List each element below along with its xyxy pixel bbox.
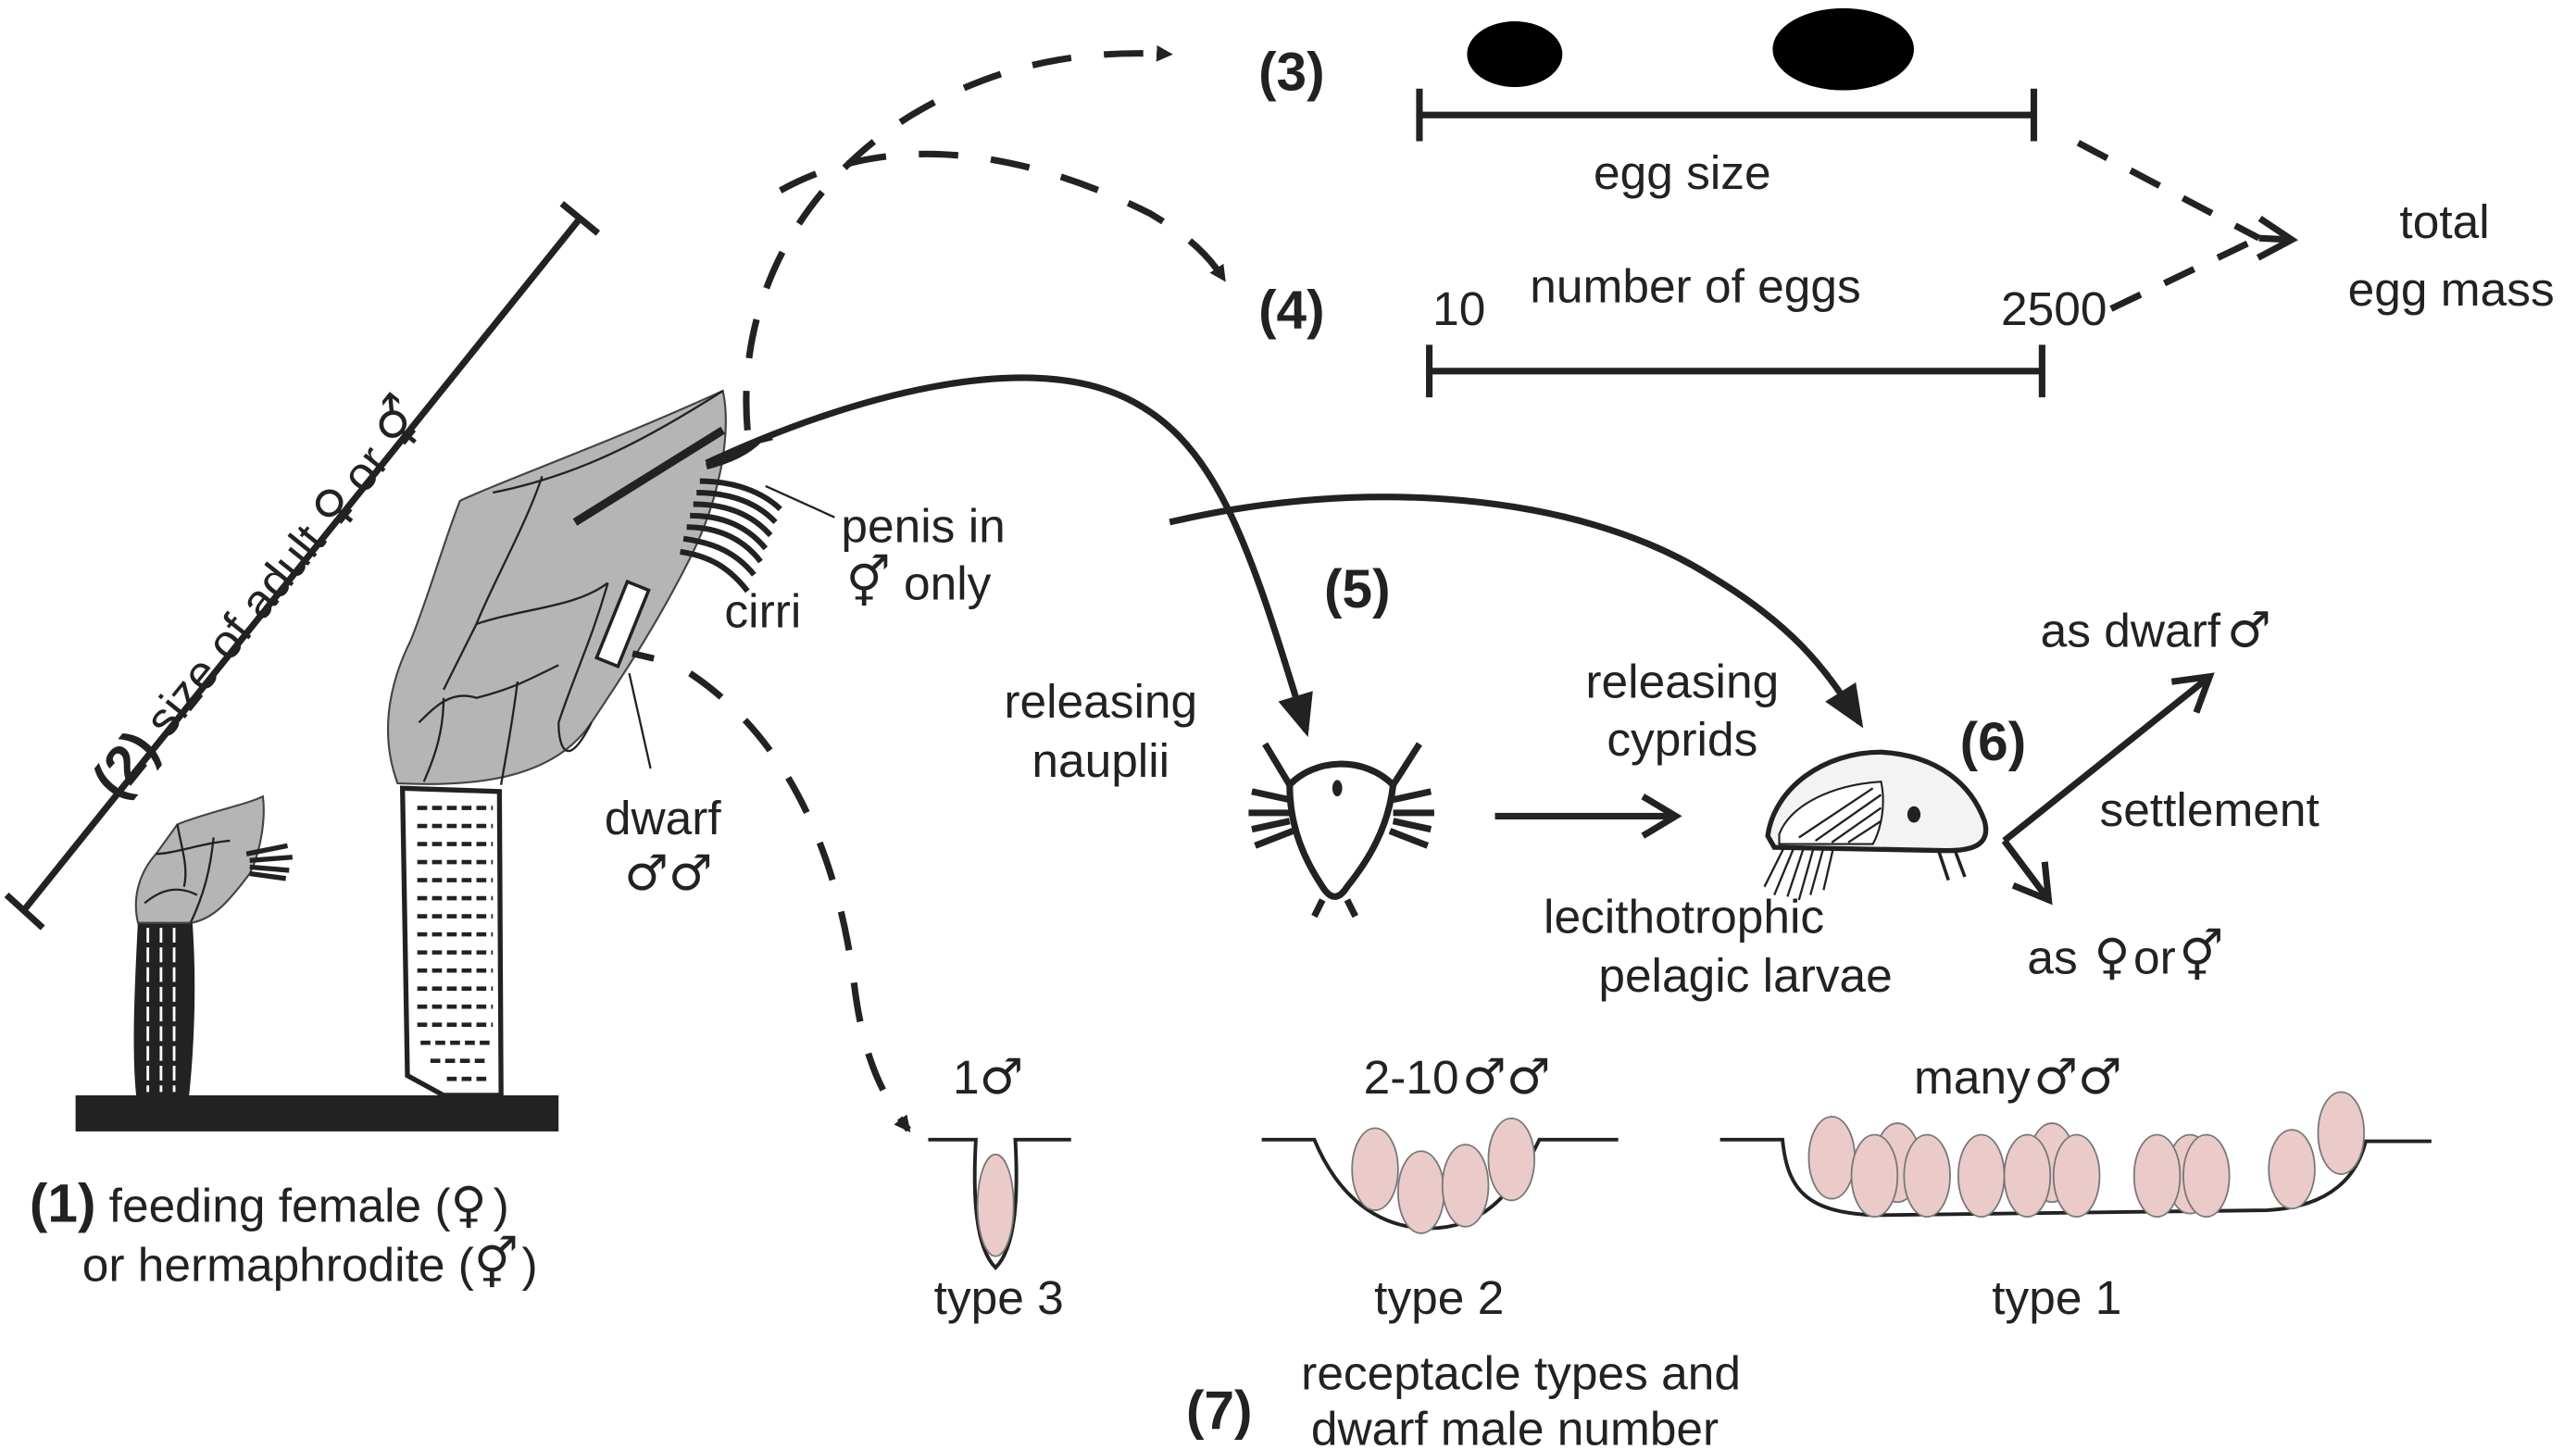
larvae-label-line2: pelagic larvae xyxy=(1598,948,1892,1002)
type3-label: type 3 xyxy=(934,1270,1064,1324)
adult-size-label: (2)size of adult♀or⚥ xyxy=(81,387,436,808)
egg-number-panel: (4) number of eggs 10 2500 xyxy=(1258,258,2107,398)
type1-count: many♂♂ xyxy=(1914,1048,2122,1106)
substrate xyxy=(75,1094,559,1131)
arrow-to-egg-size xyxy=(743,44,1173,431)
dwarf-male xyxy=(1487,1117,1536,1202)
step5-number: (5) xyxy=(1324,559,1391,619)
larvae-label-line1: lecithotrophic xyxy=(1544,889,1824,943)
total-label-line2: egg mass xyxy=(2348,262,2555,316)
dwarf-male xyxy=(1850,1133,1899,1219)
penis-label-line1: penis in xyxy=(841,498,1005,552)
step6-number: (6) xyxy=(1960,712,2027,772)
male-icon: ♂ xyxy=(980,1048,1024,1106)
dwarf-male xyxy=(1396,1150,1445,1234)
large-barnacle-illustration xyxy=(386,389,782,1098)
dwarf-male xyxy=(2268,1129,2316,1210)
cyprids-label-line1: releasing xyxy=(1585,655,1779,708)
step3-number: (3) xyxy=(1258,43,1325,103)
egg-size-label: egg size xyxy=(1594,145,1771,199)
step2-label: size of adult xyxy=(134,514,335,745)
penis-label-line2: ⚥only xyxy=(846,554,992,611)
female-icon: ♀ xyxy=(2094,929,2130,986)
step2-number: (2) xyxy=(81,719,169,808)
arrow-to-dwarf-male xyxy=(2002,672,2215,844)
dwarf-male xyxy=(1807,1116,1856,1200)
receptacle-type-3: 1♂ type 3 xyxy=(928,1048,1071,1324)
male-icon: ♂ xyxy=(2227,602,2271,659)
dwarf-male xyxy=(1903,1133,1951,1219)
small-egg-icon xyxy=(1467,21,1563,87)
arrow-to-female-herm xyxy=(2001,838,2053,906)
step7-line1: receptacle types and xyxy=(1301,1345,1741,1399)
step1-caption-line2: or hermaphrodite (⚥) xyxy=(82,1235,538,1293)
arrow-releasing-cyprids xyxy=(1169,494,1864,729)
hermaphrodite-icon: ⚥ xyxy=(2179,929,2223,986)
cyprids-label-line2: cyprids xyxy=(1607,712,1757,766)
type1-label: type 1 xyxy=(1992,1270,2121,1324)
cirri-label: cirri xyxy=(724,583,801,637)
penis-pointer-line xyxy=(765,484,835,519)
egg-number-label: number of eggs xyxy=(1530,258,1861,312)
female-icon: ♀ xyxy=(451,1176,487,1233)
egg-size-scale-bar xyxy=(1416,88,2038,142)
total-egg-mass-arrow xyxy=(2256,215,2298,261)
arrow-releasing-nauplii xyxy=(705,374,1313,737)
nauplii-label-line1: releasing xyxy=(1004,674,1197,728)
adult-size-scale-bar xyxy=(4,201,601,931)
type3-count: 1♂ xyxy=(953,1048,1023,1106)
receptacle-type-2: 2-10♂♂ type 2 xyxy=(1261,1048,1619,1324)
dwarf-label: dwarf xyxy=(605,791,722,844)
hermaphrodite-icon: ⚥ xyxy=(846,554,891,611)
arrow-to-receptacle xyxy=(688,670,911,1132)
large-egg-icon xyxy=(1772,7,1914,91)
small-barnacle-illustration xyxy=(133,794,294,1097)
dwarf-males-icon: ♂♂ xyxy=(624,844,712,902)
cyprid-larva-icon xyxy=(1763,749,1989,901)
dwarf-male xyxy=(2052,1133,2101,1219)
males-icon: ♂♂ xyxy=(2033,1048,2121,1106)
hermaphrodite-icon: ⚥ xyxy=(474,1235,519,1293)
egg-size-panel: (3) egg size xyxy=(1258,7,2038,199)
dwarf-male xyxy=(2317,1091,2366,1175)
step7-number: (7) xyxy=(1186,1381,1253,1441)
egg-number-to-mass-dash xyxy=(2109,234,2261,312)
dwarf-male xyxy=(2182,1133,2231,1219)
dwarf-male-outcome: as dwarf♂ xyxy=(2041,602,2271,659)
type2-label: type 2 xyxy=(1374,1270,1504,1324)
type2-count: 2-10♂♂ xyxy=(1364,1048,1551,1106)
egg-number-scale-bar xyxy=(1426,344,2045,398)
step7-line2: dwarf male number xyxy=(1311,1402,1719,1450)
dwarf-male xyxy=(2132,1133,2182,1219)
dwarf-male xyxy=(2003,1133,2052,1219)
settlement-label: settlement xyxy=(2099,782,2319,836)
egg-size-to-mass-dash xyxy=(2076,140,2261,242)
egg-number-min: 10 xyxy=(1432,281,1485,335)
males-icon: ♂♂ xyxy=(1462,1048,1550,1106)
step4-number: (4) xyxy=(1258,281,1325,341)
dwarf-male xyxy=(1351,1127,1399,1211)
dwarf-male xyxy=(1957,1133,2006,1219)
step1-caption-line1: (1)feeding female (♀) xyxy=(30,1173,509,1233)
nauplii-label-line2: nauplii xyxy=(1032,733,1169,787)
egg-number-max: 2500 xyxy=(2001,281,2107,335)
arrow-to-egg-number xyxy=(779,150,1227,282)
receptacle-type-1: many♂♂ type 1 xyxy=(1719,1048,2432,1324)
dwarf-male xyxy=(976,1153,1015,1257)
dwarf-male xyxy=(1441,1144,1490,1228)
total-label-line1: total xyxy=(2399,194,2489,248)
female-herm-outcome: as♀or⚥ xyxy=(2027,929,2223,986)
svg-text:(2)size of adult♀or⚥: (2)size of adult♀or⚥ xyxy=(81,387,436,808)
nauplius-larva-icon xyxy=(1248,742,1434,919)
